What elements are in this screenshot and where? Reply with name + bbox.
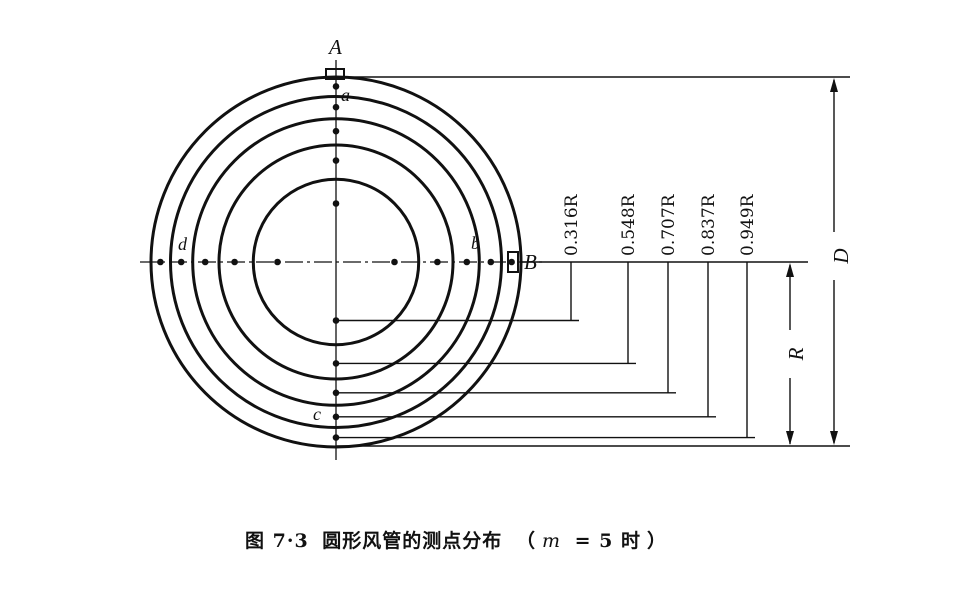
point-4-4 [332,103,340,111]
ratio-label-5: 0.949R [738,193,758,256]
label-b: b [471,233,480,253]
ratio-labels: 0.316R 0.548R 0.707R 0.837R 0.949R [562,193,758,256]
label-d: d [178,234,188,254]
r-arrow-bottom [786,431,794,445]
label-R: R [784,347,808,361]
point-1-2 [274,258,281,266]
label-c: c [313,404,321,424]
port-a [325,68,345,80]
caption-paren-open: （ [515,530,536,552]
ratio-label-3: 0.707R [659,193,679,256]
point-2-2 [231,258,238,266]
d-arrow-bottom [830,431,838,445]
point-2-4 [332,157,340,164]
measurement-points [157,83,515,441]
caption-var: m [541,530,561,552]
caption-eq: = 5 时 [574,530,641,552]
point-4-1 [487,258,495,266]
duct-measurement-diagram: A B a b c d D R 0.316R 0.548R 0.707R 0.837R… [140,35,853,460]
caption-paren-close: ） [646,530,667,552]
point-1-1 [391,258,398,266]
ratio-label-1: 0.316R [562,193,582,256]
point-2-1 [434,258,441,266]
d-arrow-top [830,78,838,92]
point-1-4 [332,200,340,207]
ratio-label-2: 0.548R [619,193,639,256]
label-a: a [341,85,350,105]
label-A: A [327,35,342,59]
point-3-1 [463,258,471,266]
label-B: B [524,250,537,274]
figure-caption: 图 7·3 圆形风管的测点分布 （m = 5 时） [245,526,673,553]
point-5-2 [157,258,164,266]
point-3-4 [332,127,340,135]
point-5-1 [508,258,515,266]
r-arrow-top [786,263,794,277]
caption-figure-no: 图 7·3 [245,530,309,552]
leader-lines [336,262,755,439]
ratio-label-4: 0.837R [699,193,719,256]
caption-title: 圆形风管的测点分布 [322,530,503,552]
port-b [507,251,519,273]
point-4-2 [177,258,185,266]
label-D: D [829,248,853,264]
point-5-4 [332,83,340,90]
point-3-2 [201,258,209,266]
